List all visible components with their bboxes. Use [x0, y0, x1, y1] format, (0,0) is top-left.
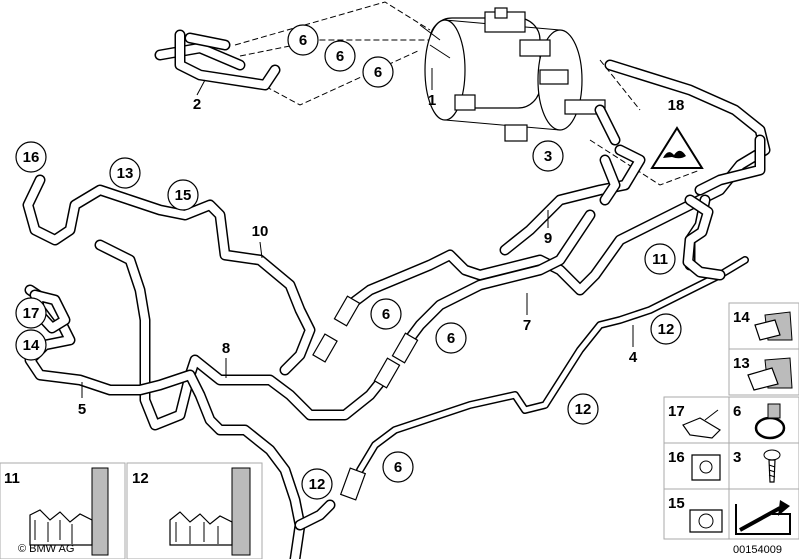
- inset-14-label: 14: [733, 309, 750, 326]
- tube-4[interactable]: [339, 256, 749, 501]
- callout-14-label: 14: [23, 337, 40, 354]
- callout-17[interactable]: 17: [15, 297, 47, 329]
- connector-sleeves-6[interactable]: [312, 295, 419, 364]
- callout-12c[interactable]: 12: [301, 468, 333, 500]
- inset-15-label: 15: [668, 495, 685, 512]
- inset-12-label: 12: [132, 470, 149, 487]
- arrow-icon: [728, 488, 799, 540]
- inset-3[interactable]: 3: [728, 442, 799, 490]
- callout-14[interactable]: 14: [15, 329, 47, 361]
- inset-16[interactable]: 16: [663, 442, 730, 490]
- callout-6d-label: 6: [382, 306, 390, 323]
- inset-14[interactable]: 14: [728, 302, 799, 350]
- callout-12a[interactable]: 12: [650, 313, 682, 345]
- callout-6b[interactable]: 6: [324, 40, 356, 72]
- callout-12c-label: 12: [309, 476, 326, 493]
- callout-11[interactable]: 11: [644, 243, 676, 275]
- callout-3[interactable]: 3: [532, 140, 564, 172]
- leader-10: [259, 241, 263, 259]
- inset-6-label: 6: [733, 403, 741, 420]
- label-2: 2: [193, 96, 201, 113]
- label-5: 5: [78, 401, 86, 418]
- inset-6[interactable]: 6: [728, 396, 799, 444]
- callout-6b-label: 6: [336, 48, 344, 65]
- leader-2: [196, 79, 206, 96]
- callout-6a[interactable]: 6: [287, 24, 319, 56]
- hose-7[interactable]: [399, 134, 766, 351]
- callout-6e[interactable]: 6: [435, 322, 467, 354]
- callout-15[interactable]: 15: [167, 179, 199, 211]
- callout-15-label: 15: [175, 187, 192, 204]
- inset-12[interactable]: 12: [126, 462, 263, 559]
- callout-6c-label: 6: [374, 64, 382, 81]
- callout-12a-label: 12: [658, 321, 675, 338]
- callout-11-label: 11: [652, 251, 668, 268]
- label-9: 9: [544, 230, 552, 247]
- inset-3-label: 3: [733, 449, 741, 466]
- label-1: 1: [428, 92, 436, 109]
- diagram-number: 00154009: [733, 544, 782, 556]
- hose-11[interactable]: [682, 194, 726, 281]
- label-4: 4: [629, 349, 638, 366]
- callout-17-label: 17: [23, 305, 40, 322]
- label-7: 7: [523, 317, 531, 334]
- warning-triangle-icon: [650, 126, 704, 169]
- callout-12b-label: 12: [575, 401, 592, 418]
- label-10: 10: [252, 223, 269, 240]
- callout-6f-label: 6: [394, 459, 402, 476]
- callout-6d[interactable]: 6: [370, 298, 402, 330]
- inset-17[interactable]: 17: [663, 396, 730, 444]
- copyright: © BMW AG: [18, 543, 74, 555]
- inset-11[interactable]: 11: [0, 462, 126, 559]
- inset-13-label: 13: [733, 355, 750, 372]
- callout-13-label: 13: [117, 165, 134, 182]
- hose-10[interactable]: [22, 174, 316, 376]
- callout-6a-label: 6: [299, 32, 307, 49]
- callout-12b[interactable]: 12: [567, 393, 599, 425]
- inset-13[interactable]: 13: [728, 348, 799, 396]
- callout-6f[interactable]: 6: [382, 451, 414, 483]
- callout-16-label: 16: [23, 149, 40, 166]
- label-8: 8: [222, 340, 230, 357]
- hose-9[interactable]: [344, 59, 771, 311]
- hose-2[interactable]: [154, 29, 281, 91]
- inset-15[interactable]: 15: [663, 488, 730, 540]
- callout-13[interactable]: 13: [109, 157, 141, 189]
- inset-11-label: 11: [4, 470, 20, 487]
- inset-16-label: 16: [668, 449, 685, 466]
- inset-17-label: 17: [668, 403, 685, 420]
- callout-6e-label: 6: [447, 330, 455, 347]
- pump-assembly-1[interactable]: [419, 7, 621, 146]
- callout-6c[interactable]: 6: [362, 56, 394, 88]
- callout-16[interactable]: 16: [15, 141, 47, 173]
- hose-8[interactable]: [94, 239, 401, 431]
- label-18: 18: [668, 97, 685, 114]
- callout-3-label: 3: [544, 148, 552, 165]
